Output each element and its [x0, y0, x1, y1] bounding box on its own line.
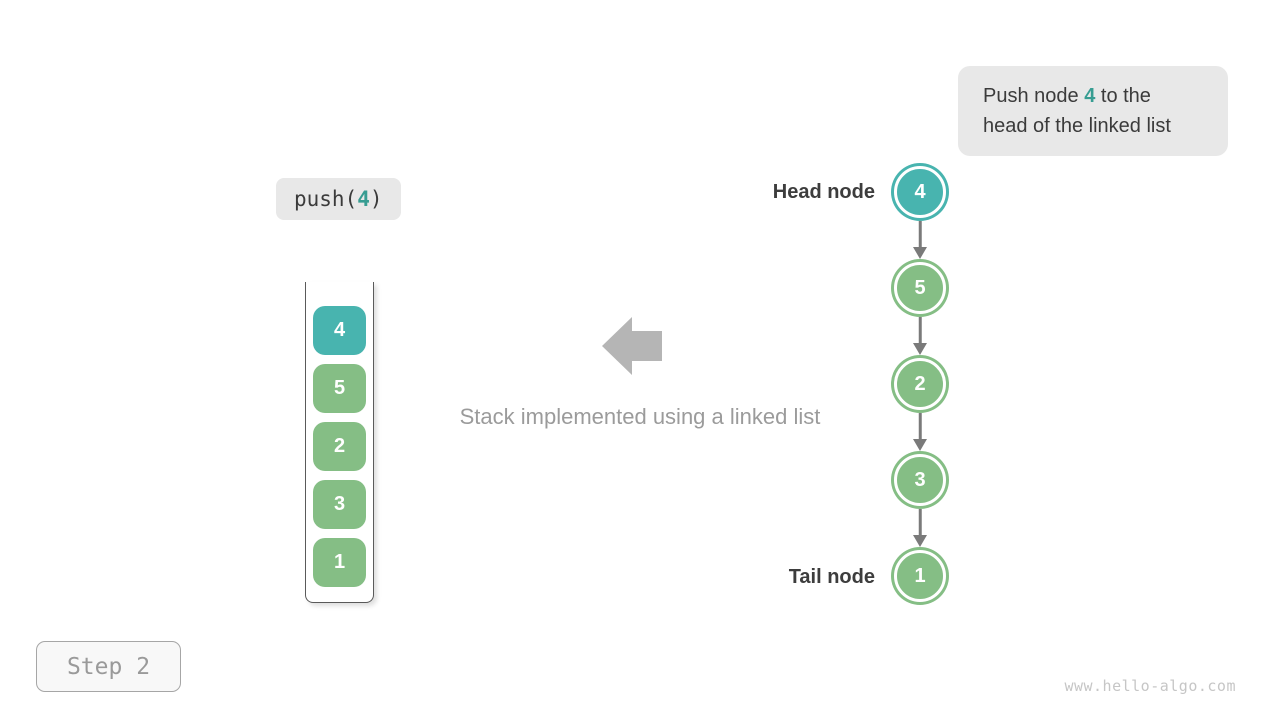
arrow-down-icon	[912, 413, 928, 451]
caption: Stack implemented using a linked list	[459, 404, 821, 429]
watermark: www.hello-algo.com	[1064, 677, 1236, 695]
stack-container: 4 5 2 3 1	[305, 282, 374, 603]
list-node: 5	[894, 262, 946, 314]
list-node: 1	[894, 550, 946, 602]
linked-list: 4 5 2 3 1	[891, 163, 949, 605]
head-node-label: Head node	[772, 181, 875, 203]
push-annotation: Push node 4 to the head of the linked li…	[958, 66, 1228, 156]
annotation-text-3: head of the linked list	[983, 115, 1171, 137]
stack-node: 4	[313, 306, 366, 355]
arrow-down-icon	[912, 221, 928, 259]
push-call-value: 4	[357, 187, 370, 211]
stack-node: 1	[313, 538, 366, 587]
step-badge: Step 2	[36, 641, 181, 692]
annotation-highlight: 4	[1084, 85, 1096, 107]
list-node: 2	[894, 358, 946, 410]
push-call-text-1: push(	[294, 187, 358, 211]
arrow-down-icon	[912, 317, 928, 355]
push-call-text-2: )	[369, 187, 383, 211]
annotation-text-1: Push node	[983, 85, 1085, 107]
list-node: 4	[894, 166, 946, 218]
stack-node: 2	[313, 422, 366, 471]
push-call-label: push(4)	[276, 178, 401, 220]
stack-node: 5	[313, 364, 366, 413]
stack-node: 3	[313, 480, 366, 529]
list-node: 3	[894, 454, 946, 506]
tail-node-label: Tail node	[788, 566, 875, 588]
left-arrow-icon	[602, 317, 662, 375]
annotation-text-2: to the	[1095, 85, 1151, 107]
arrow-down-icon	[912, 509, 928, 547]
